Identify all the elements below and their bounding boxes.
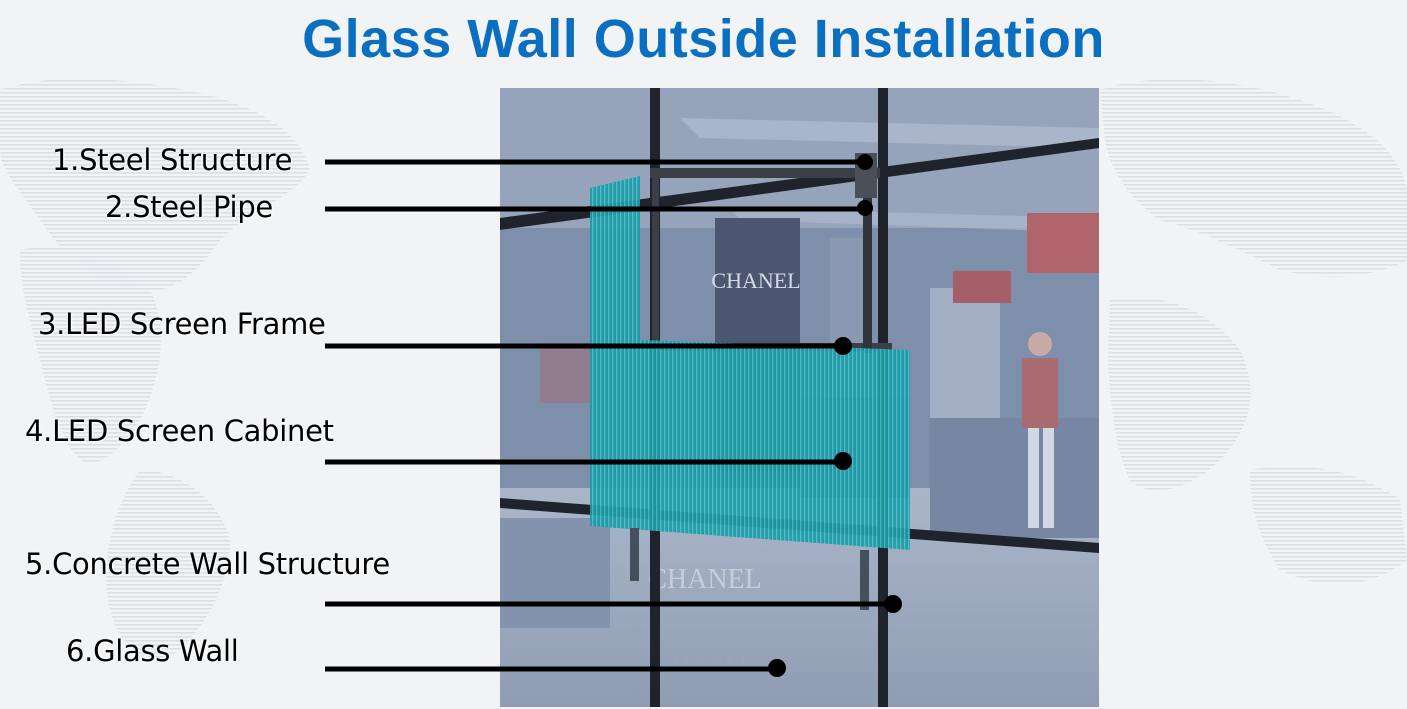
reflected-chanel-sign: CHANEL	[656, 647, 753, 673]
page-title: Glass Wall Outside Installation	[302, 9, 1105, 69]
label-steel-pipe: 2.Steel Pipe	[105, 190, 273, 224]
upper-chanel-sign: CHANEL	[711, 268, 800, 293]
installation-photo: CHANEL CHANEL CHANEL	[500, 88, 1099, 707]
label-led-screen-frame: 3.LED Screen Frame	[38, 307, 326, 341]
label-concrete-wall-structure: 5.Concrete Wall Structure	[25, 547, 390, 581]
lower-chanel-sign: CHANEL	[648, 564, 762, 595]
label-glass-wall: 6.Glass Wall	[66, 634, 239, 668]
label-steel-structure: 1.Steel Structure	[52, 143, 293, 177]
label-led-screen-cabinet: 4.LED Screen Cabinet	[25, 414, 334, 448]
